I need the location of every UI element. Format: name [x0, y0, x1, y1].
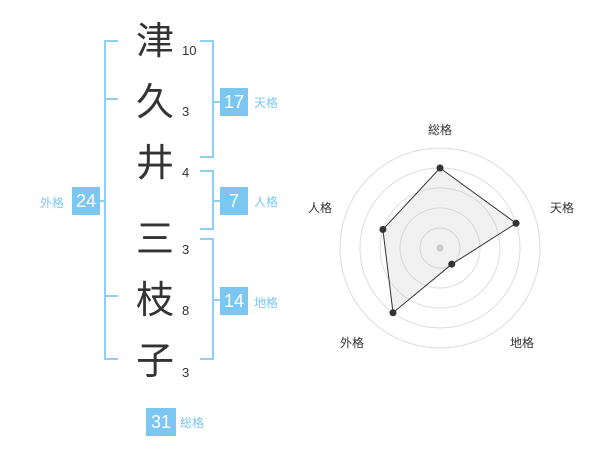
radar-center-dot [436, 244, 444, 252]
tenkaku-bracket [200, 40, 214, 158]
radar-point-1 [436, 164, 444, 172]
radar-point-4 [389, 309, 397, 317]
name-char-3: 井 [135, 141, 174, 185]
radar-grid-circle [399, 207, 481, 289]
radar-grid-circle [379, 187, 501, 309]
stroke-count-4: 3 [182, 242, 190, 257]
radar-series-polygon [382, 167, 517, 314]
radar-point-3 [448, 260, 456, 268]
radar-axis-label-gaikaku: 外格 [340, 336, 365, 350]
stroke-count-5: 8 [182, 303, 190, 318]
gaikaku-bracket [104, 40, 118, 360]
name-char-6: 子 [135, 339, 174, 383]
tenkaku-badge: 17 [220, 88, 248, 116]
stroke-count-2: 3 [182, 104, 190, 119]
bracket-tick [104, 295, 118, 297]
bracket-connector [98, 200, 104, 202]
stroke-count-6: 3 [182, 365, 190, 380]
gaikaku-label: 外格 [40, 196, 65, 210]
radar-grid-circle [419, 227, 461, 269]
chikaku-badge: 14 [220, 287, 248, 315]
radar-point-5 [379, 225, 387, 233]
bracket-connector [212, 200, 220, 202]
radar-axis-label-soukaku: 総格 [428, 123, 453, 137]
name-char-1: 津 [135, 19, 174, 63]
radar-axis-label-jinkaku: 人格 [308, 201, 333, 215]
radar-point-2 [512, 219, 520, 227]
name-char-5: 枝 [135, 278, 174, 322]
jinkaku-label: 人格 [254, 195, 279, 209]
bracket-connector [212, 299, 220, 301]
bracket-tick [104, 98, 118, 100]
gaikaku-badge: 24 [72, 187, 100, 215]
radar-axis-label-tenkaku: 天格 [550, 201, 575, 215]
soukaku-label: 総格 [180, 416, 205, 430]
chikaku-label: 地格 [254, 296, 279, 310]
stroke-count-1: 10 [182, 43, 197, 58]
tenkaku-label: 天格 [254, 96, 279, 110]
name-char-4: 三 [135, 217, 174, 261]
soukaku-badge: 31 [146, 408, 176, 436]
stroke-count-3: 4 [182, 165, 190, 180]
bracket-connector [212, 101, 220, 103]
jinkaku-badge: 7 [220, 187, 248, 215]
name-char-2: 久 [135, 80, 174, 124]
radar-axis-label-chikaku: 地格 [510, 336, 535, 350]
